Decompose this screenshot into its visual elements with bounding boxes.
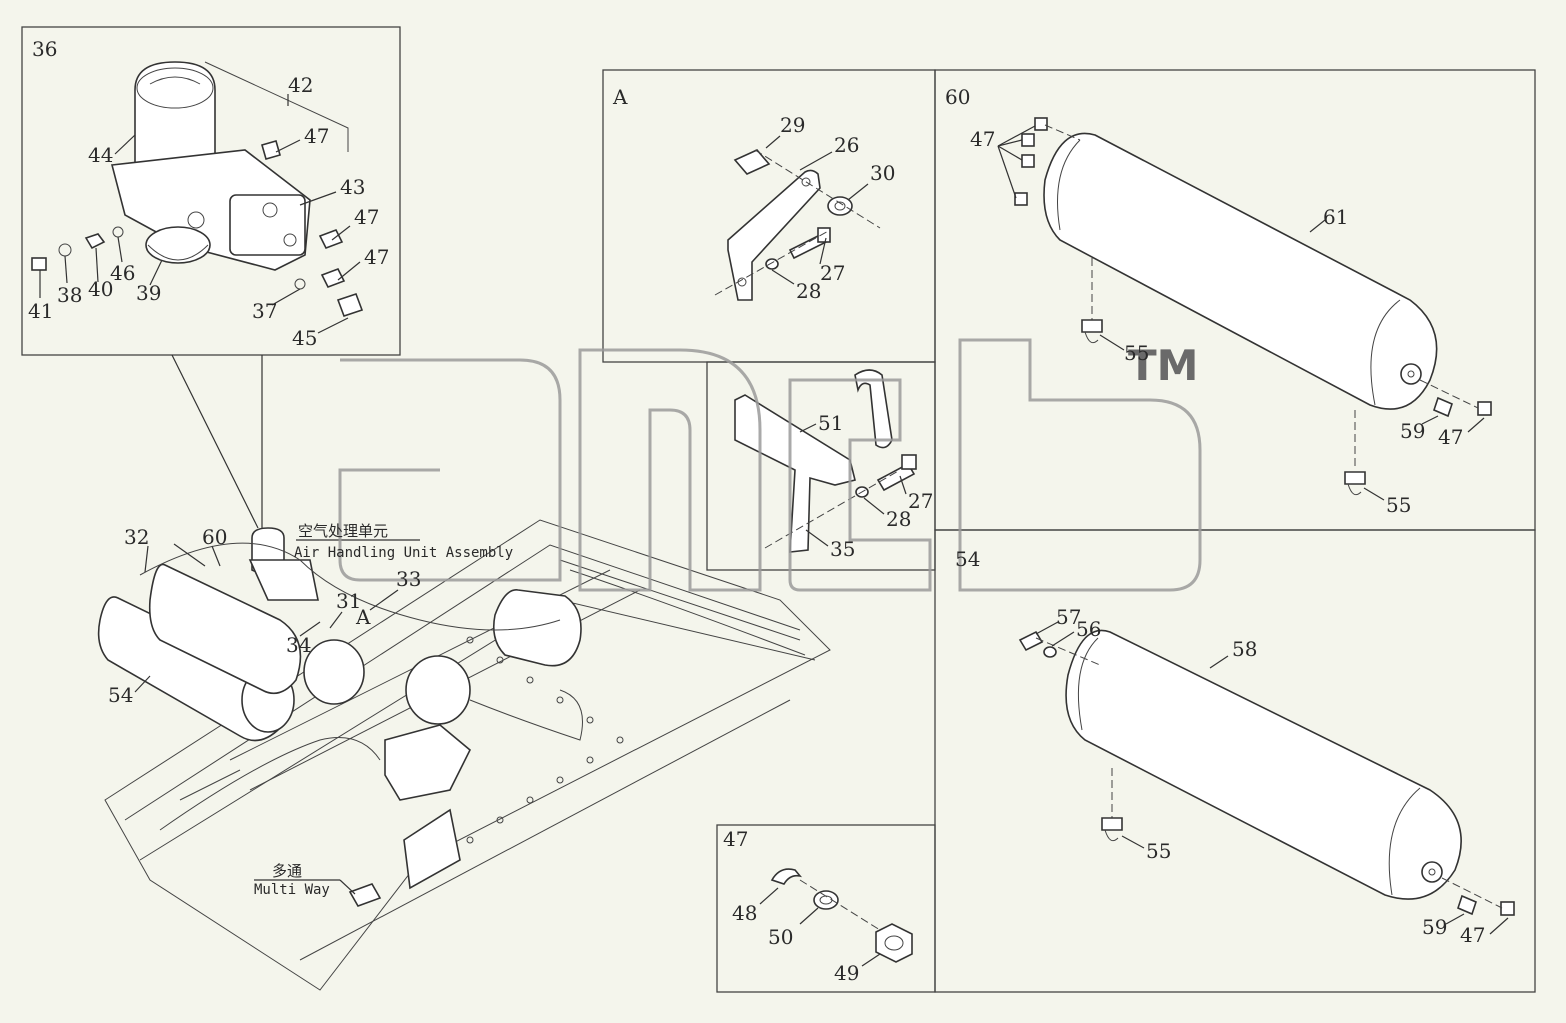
callout-47: 47 bbox=[1460, 923, 1485, 947]
air-handling-unit-drawing bbox=[31, 61, 364, 334]
tank-61-drawing bbox=[997, 117, 1492, 501]
tank-58-drawing bbox=[1018, 621, 1515, 935]
callout-59: 59 bbox=[1422, 915, 1447, 939]
callout-31: 31 bbox=[336, 589, 361, 613]
callout-28: 28 bbox=[796, 279, 821, 303]
chassis-assembly-drawing bbox=[97, 354, 831, 991]
callout-47: 47 bbox=[354, 205, 379, 229]
callout-34: 34 bbox=[286, 633, 311, 657]
tank-54-panel-frame bbox=[934, 529, 1536, 993]
callout-60: 60 bbox=[202, 525, 227, 549]
callout-39: 39 bbox=[136, 281, 161, 305]
callout-38: 38 bbox=[57, 283, 82, 307]
callout-58: 58 bbox=[1232, 637, 1257, 661]
nut-47-panel-frame bbox=[716, 824, 936, 993]
callout-49: 49 bbox=[834, 961, 859, 985]
callout-48: 48 bbox=[732, 901, 757, 925]
callout-59: 59 bbox=[1400, 419, 1425, 443]
trademark-mark: TM bbox=[1128, 341, 1198, 390]
callout-27: 27 bbox=[820, 261, 845, 285]
callout-55: 55 bbox=[1124, 341, 1149, 365]
callout-33: 33 bbox=[396, 567, 421, 591]
panel-a-label: A bbox=[612, 85, 628, 109]
callout-57: 57 bbox=[1056, 605, 1081, 629]
callout-61: 61 bbox=[1323, 205, 1348, 229]
callout-27: 27 bbox=[908, 489, 933, 513]
callout-54: 54 bbox=[108, 683, 133, 707]
callout-26: 26 bbox=[834, 133, 859, 157]
callout-41: 41 bbox=[28, 299, 53, 323]
callout-32: 32 bbox=[124, 525, 149, 549]
air-unit-caption-cn: 空气处理单元 bbox=[298, 522, 388, 540]
callout-56: 56 bbox=[1076, 617, 1101, 641]
detail-a-drawing bbox=[714, 135, 881, 301]
panel-54-label: 54 bbox=[955, 547, 980, 571]
panel-36-label: 36 bbox=[32, 37, 57, 61]
multi-way-caption-en: Multi Way bbox=[254, 882, 330, 898]
air-unit-panel-frame bbox=[21, 26, 401, 356]
callout-43: 43 bbox=[340, 175, 365, 199]
callout-46: 46 bbox=[110, 261, 135, 285]
panel-47-label: 47 bbox=[723, 827, 748, 851]
callout-44: 44 bbox=[88, 143, 113, 167]
multi-way-caption-cn: 多通 bbox=[272, 862, 302, 880]
callout-35: 35 bbox=[830, 537, 855, 561]
callout-51: 51 bbox=[818, 411, 843, 435]
callout-47: 47 bbox=[1438, 425, 1463, 449]
air-unit-caption-en: Air Handling Unit Assembly bbox=[294, 545, 513, 561]
callout-42: 42 bbox=[288, 73, 313, 97]
callout-47: 47 bbox=[364, 245, 389, 269]
panel-60-label: 60 bbox=[945, 85, 970, 109]
callout-50: 50 bbox=[768, 925, 793, 949]
callout-28: 28 bbox=[886, 507, 911, 531]
callout-40: 40 bbox=[88, 277, 113, 301]
nut-47-drawing bbox=[759, 868, 913, 967]
callout-45: 45 bbox=[292, 326, 317, 350]
callout-a: A bbox=[355, 605, 371, 629]
bracket-drawing bbox=[734, 369, 917, 553]
watermark-logo: TM bbox=[338, 338, 1202, 592]
callout-30: 30 bbox=[870, 161, 895, 185]
callout-29: 29 bbox=[780, 113, 805, 137]
callout-47: 47 bbox=[304, 124, 329, 148]
callout-55: 55 bbox=[1146, 839, 1171, 863]
callout-37: 37 bbox=[252, 299, 277, 323]
callout-47: 47 bbox=[970, 127, 995, 151]
callout-55: 55 bbox=[1386, 493, 1411, 517]
